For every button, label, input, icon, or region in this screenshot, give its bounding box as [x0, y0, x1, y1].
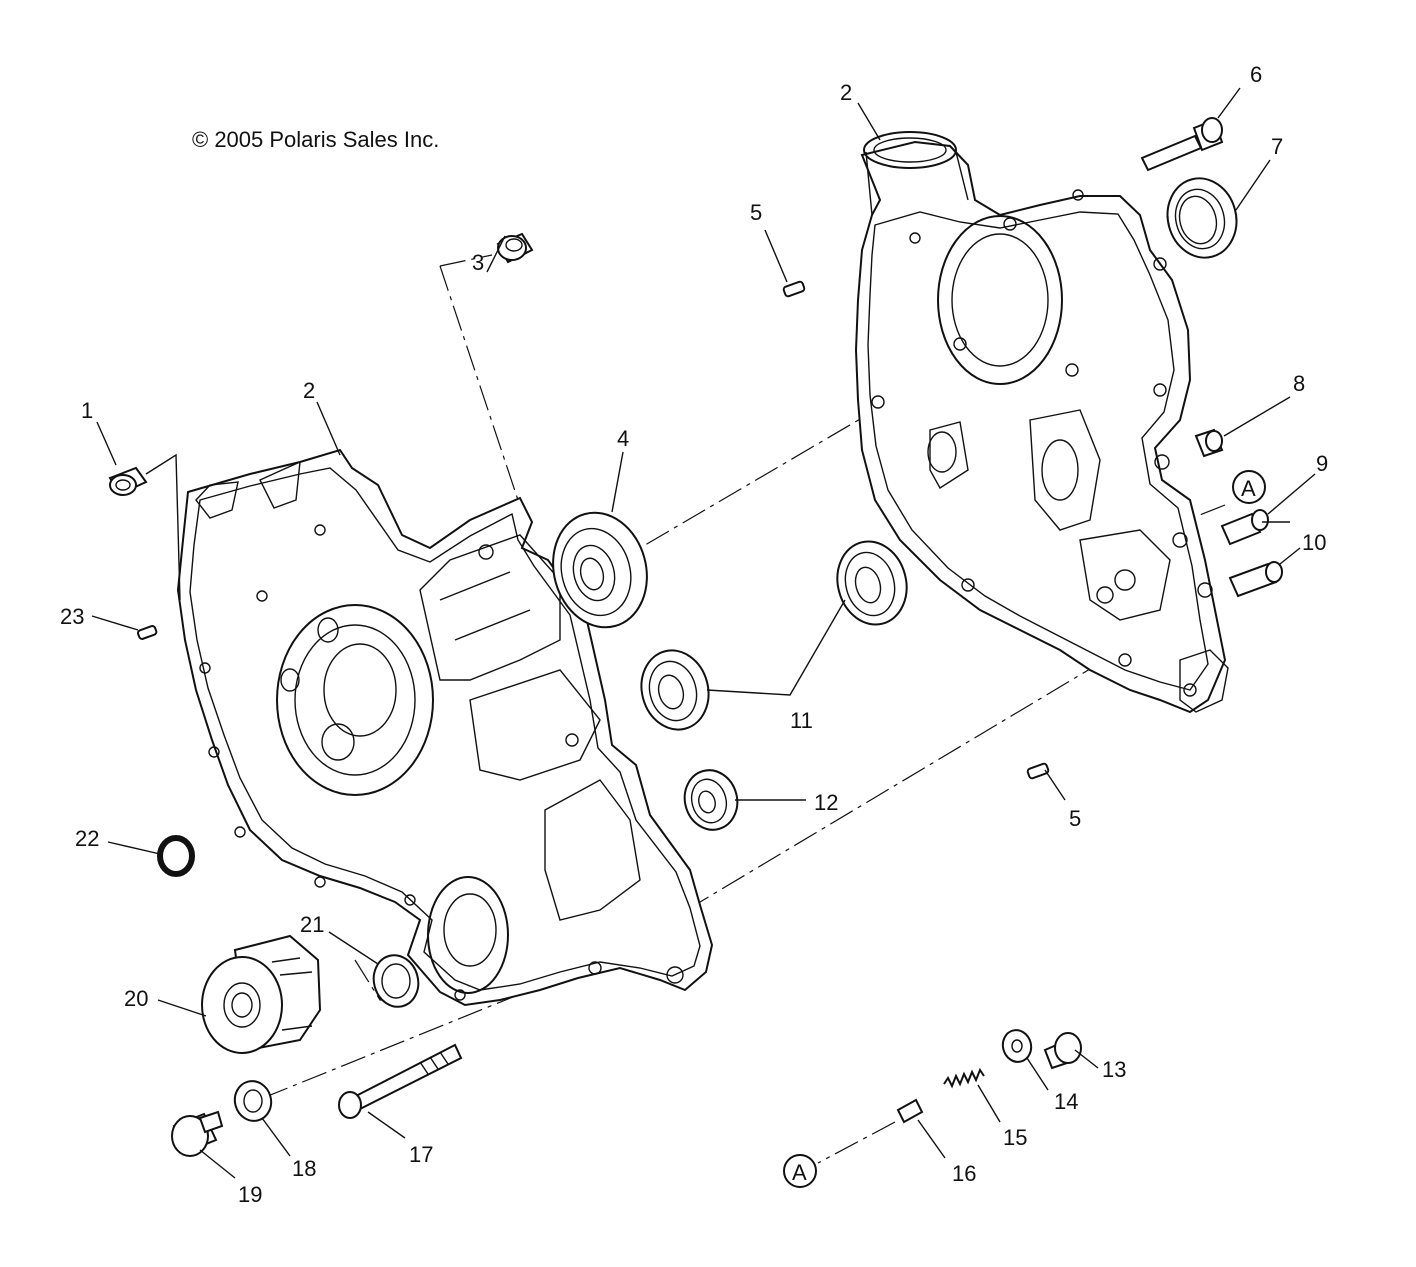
callout-1: 1 — [81, 398, 93, 423]
reference-marker-a-upper: A — [1232, 470, 1266, 504]
part-17-bolt — [338, 1043, 463, 1119]
left-crankcase-half — [176, 448, 714, 1007]
bearing-12 — [683, 769, 739, 831]
callout-2-right: 2 — [840, 80, 852, 105]
copyright-text: © 2005 Polaris Sales Inc. — [192, 127, 439, 152]
part-18-washer — [233, 1080, 273, 1122]
callout-11: 11 — [790, 708, 813, 733]
callout-7: 7 — [1271, 134, 1283, 159]
callout-22: 22 — [75, 826, 99, 851]
part-5-dowel-lower — [1026, 762, 1050, 780]
reference-marker-a-lower-label: A — [792, 1160, 807, 1185]
callout-4: 4 — [617, 426, 629, 451]
callout-5-lower: 5 — [1069, 806, 1081, 831]
left-case-bolt-holes — [199, 524, 466, 1001]
callout-17: 17 — [409, 1142, 433, 1167]
callout-3: 3 — [472, 250, 484, 275]
callout-12: 12 — [814, 790, 838, 815]
callout-5-upper: 5 — [750, 200, 762, 225]
callout-16: 16 — [952, 1161, 976, 1186]
part-15-spring — [943, 1067, 985, 1089]
callout-20: 20 — [124, 986, 148, 1011]
reference-marker-a-upper-label: A — [1241, 476, 1256, 501]
reference-marker-a-lower: A — [783, 1154, 817, 1188]
part-20-rotor — [201, 934, 322, 1054]
bearing-11b — [640, 649, 710, 731]
part-9-fitting — [1220, 509, 1269, 546]
callout-labels: 1 2 2 3 4 5 5 6 7 8 9 10 11 12 13 14 15 … — [60, 62, 1328, 1207]
part-14-washer — [1001, 1029, 1033, 1063]
callout-9: 9 — [1316, 451, 1328, 476]
part-8-pin — [1194, 428, 1224, 458]
callout-23: 23 — [60, 604, 84, 629]
part-5-dowel-upper — [782, 280, 806, 298]
callout-2-left: 2 — [303, 378, 315, 403]
part-16-plunger — [896, 1098, 924, 1124]
part-10-fitting — [1228, 561, 1283, 598]
callout-10: 10 — [1302, 530, 1326, 555]
part-21-seal — [372, 954, 420, 1008]
part-13-plug — [1043, 1032, 1082, 1070]
part-3-bushing — [496, 232, 534, 264]
callout-19: 19 — [238, 1182, 262, 1207]
part-22-o-ring — [157, 835, 195, 877]
callout-15: 15 — [1003, 1125, 1027, 1150]
callout-14: 14 — [1054, 1089, 1078, 1114]
part-6-bolt — [1140, 117, 1224, 172]
bearing-4 — [552, 511, 648, 629]
part-1-bushing — [108, 466, 148, 496]
right-case-bolt-holes — [871, 189, 1213, 697]
callout-8: 8 — [1293, 371, 1305, 396]
leader-lines — [91, 87, 1316, 1179]
part-23-dowel — [137, 625, 158, 640]
part-7-seal — [1166, 177, 1238, 259]
callout-13: 13 — [1102, 1057, 1126, 1082]
bearing-11a — [836, 540, 908, 626]
callout-6: 6 — [1250, 62, 1262, 87]
callout-18: 18 — [292, 1156, 316, 1181]
callout-21: 21 — [300, 912, 324, 937]
part-19-drain-plug — [171, 1110, 224, 1157]
right-crankcase-half — [854, 131, 1229, 714]
